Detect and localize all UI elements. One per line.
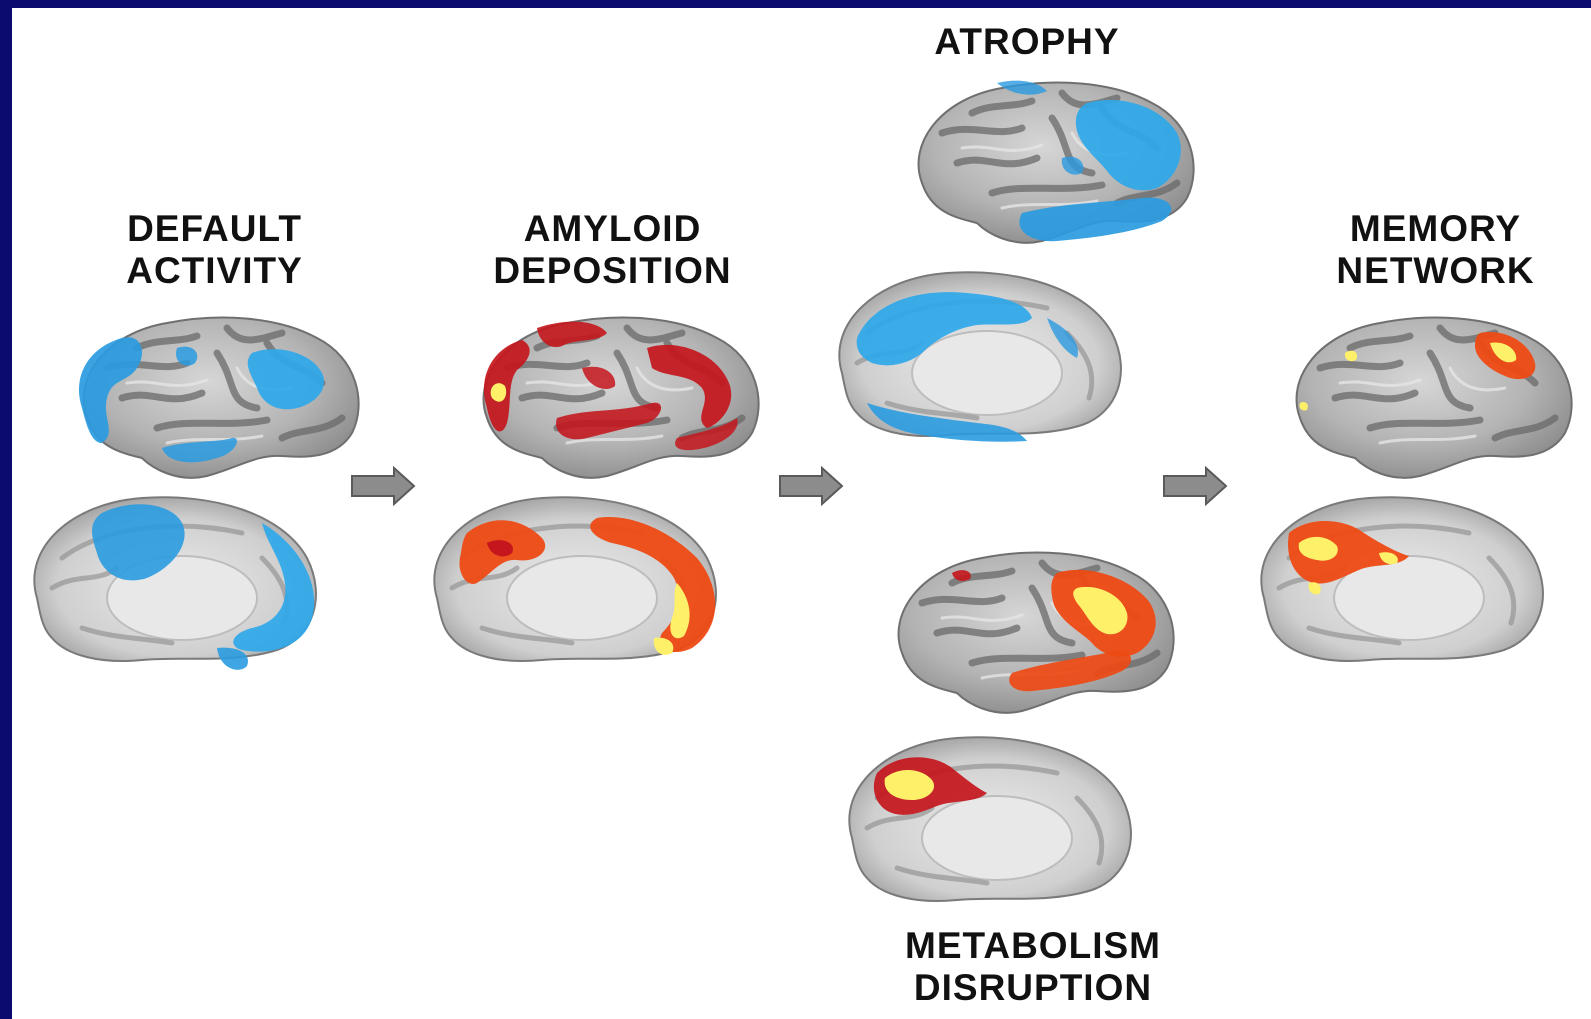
right-arrow bbox=[1164, 468, 1226, 504]
default-lateral-brain bbox=[79, 318, 359, 478]
default-medial-brain bbox=[34, 497, 316, 670]
memory-lateral-brain bbox=[1297, 318, 1572, 478]
brain-figure bbox=[12, 8, 1591, 1019]
right-arrow bbox=[352, 468, 414, 504]
atrophy-medial-brain bbox=[839, 272, 1121, 442]
metabolism-medial-brain bbox=[849, 737, 1131, 901]
slide: DEFAULT ACTIVITY AMYLOID DEPOSITION ATRO… bbox=[12, 8, 1591, 1019]
atrophy-lateral-brain bbox=[919, 81, 1194, 243]
memory-medial-brain bbox=[1261, 497, 1543, 661]
amyloid-medial-brain bbox=[434, 497, 716, 661]
metabolism-lateral-brain bbox=[899, 553, 1174, 713]
amyloid-lateral-brain bbox=[484, 318, 759, 478]
right-arrow bbox=[780, 468, 842, 504]
